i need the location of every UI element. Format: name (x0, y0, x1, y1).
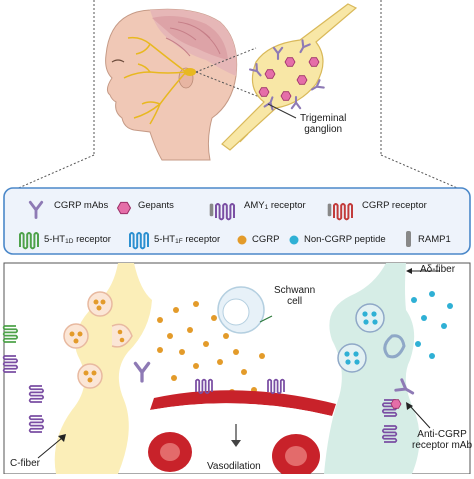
anti-cgrp-label-line2: receptor mAb (412, 439, 473, 451)
bottom-panel (2, 262, 471, 478)
trigeminal-nerve-branches (123, 36, 193, 125)
non-cgrp-peptide-dots (411, 291, 453, 359)
ganglion-label-pointer (267, 103, 297, 119)
trigeminal-ganglion-neuron (221, 3, 358, 151)
vasodilation-label: Vasodilation (207, 461, 261, 472)
anti-cgrp-pointer-head (406, 402, 413, 410)
gepant-mark (264, 69, 276, 79)
gepant-mark (308, 57, 320, 67)
gepant-mark (284, 57, 296, 67)
gepant-mark (280, 91, 292, 101)
c-fiber-pointer-head (58, 434, 66, 442)
anti-cgrp-pointer (409, 405, 431, 429)
amy1-receptor-legend-icon (209, 203, 235, 221)
c-fiber-terminal (54, 263, 152, 474)
vasodilation-arrow-head (231, 440, 241, 447)
top-panel (13, 0, 463, 191)
schwann-cell-label: Schwann cell (274, 285, 316, 307)
c-fiber-pointer (37, 437, 63, 459)
legend-5ht1d-sub: 1D (65, 238, 74, 245)
anti-cgrp-receptor-mab-label: Anti-CGRP receptor mAb (412, 429, 473, 451)
ganglion-zoom-line-2 (195, 47, 257, 73)
human-head-illustration (105, 8, 238, 161)
ramp1-legend-icon (406, 231, 411, 247)
a-delta-fiber-terminal (324, 263, 420, 474)
legend-5ht1f-receptor-label: 5-HT1F receptor (154, 235, 220, 246)
non-cgrp-peptide-legend-icon (289, 235, 299, 245)
a-delta-fiber-vesicles (337, 303, 406, 373)
gepant-mark (258, 87, 270, 97)
schwann-cell-label-line1: Schwann (274, 285, 316, 296)
a-delta-pointer-head (406, 268, 412, 274)
cgrp-legend-icon (237, 235, 247, 245)
trigeminal-ganglion-dot (184, 68, 196, 76)
trigeminal-ganglion-label: Trigeminal ganglion (300, 113, 347, 135)
legend-panel (3, 187, 471, 255)
red-blood-cell-right (272, 434, 320, 478)
legend-cgrp-label: CGRP (252, 234, 280, 245)
anti-cgrp-label-line1: Anti-CGRP (417, 429, 467, 440)
legend-5ht1f-tail: receptor (182, 234, 221, 245)
trigeminal-ganglion-label-line2: ganglion (304, 123, 343, 135)
gepant-mark (296, 75, 308, 85)
legend-cgrp-receptor-label: CGRP receptor (362, 200, 427, 211)
legend-amy1-receptor-label: AMY1 receptor (244, 201, 306, 212)
c-fiber-vesicles (63, 291, 133, 389)
legend-ramp1-label: RAMP1 (418, 234, 451, 245)
zoom-line-right (380, 154, 463, 191)
cgrp-receptor-legend-icon (327, 203, 353, 221)
red-blood-cell-left (148, 432, 192, 472)
legend-5ht1d-main: 5-HT (44, 234, 66, 245)
schwann-cell-label-line2: cell (287, 295, 303, 307)
schwann-cell (217, 286, 265, 334)
legend-amy1-sub: 1 (264, 204, 269, 211)
legend-cgrp-mabs-label: CGRP mAbs (54, 200, 109, 211)
zoom-line-left (13, 154, 95, 191)
trigeminal-ganglion-label-line1: Trigeminal (300, 113, 347, 124)
legend-gepants-label: Gepants (138, 200, 174, 211)
c-fiber-label: C-fiber (10, 458, 41, 469)
legend-5ht1d-receptor-label: 5-HT1D receptor (44, 235, 111, 246)
schwann-pointer (259, 315, 273, 323)
gepant-legend-icon (116, 201, 132, 215)
legend-5ht1d-tail: receptor (73, 234, 111, 245)
legend-5ht1f-main: 5-HT (154, 234, 176, 245)
legend-5ht1f-sub: 1F (175, 238, 183, 245)
a-delta-fiber-label: Aδ-fiber (420, 264, 456, 275)
legend-non-cgrp-peptide-label: Non-CGRP peptide (304, 234, 386, 245)
legend-amy1-main: AMY (244, 200, 265, 211)
blood-vessel (150, 390, 336, 420)
legend-amy1-tail: receptor (268, 200, 306, 211)
